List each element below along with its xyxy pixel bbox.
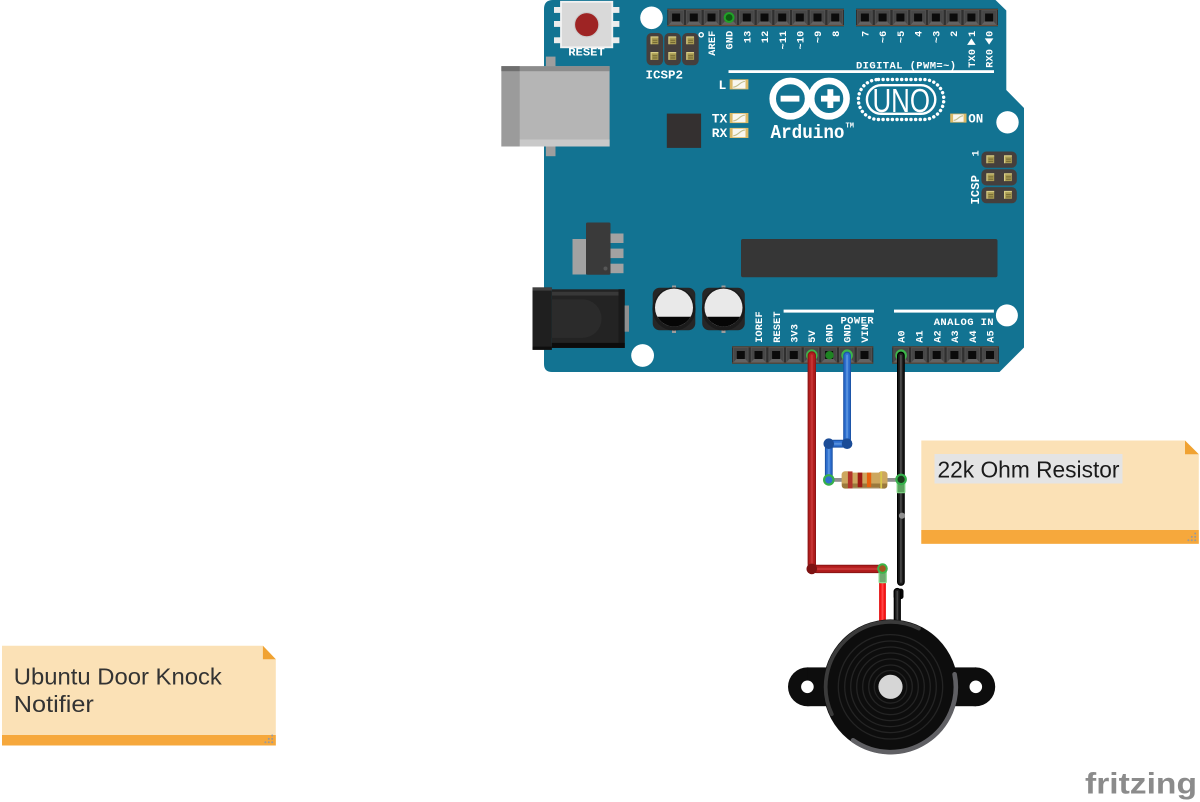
svg-text:VIN: VIN [861, 324, 872, 343]
svg-text:UNO: UNO [873, 82, 931, 119]
svg-text:A5: A5 [987, 330, 998, 343]
svg-text:GND: GND [826, 324, 837, 343]
svg-text:~3: ~3 [933, 31, 944, 44]
svg-text:GND: GND [843, 324, 854, 343]
svg-text:3V3: 3V3 [790, 324, 801, 343]
svg-text:ANALOG IN: ANALOG IN [934, 317, 994, 329]
svg-text:RX: RX [712, 126, 728, 141]
svg-text:0: 0 [986, 31, 997, 37]
svg-text:7: 7 [862, 31, 873, 37]
svg-text:A1: A1 [916, 330, 927, 343]
svg-text:RX0: RX0 [986, 49, 997, 68]
svg-text:~11: ~11 [779, 31, 790, 50]
svg-text:TX: TX [712, 112, 728, 127]
svg-text:GND: GND [726, 31, 737, 50]
svg-text:22k Ohm Resistor: 22k Ohm Resistor [938, 457, 1120, 483]
svg-text:~6: ~6 [879, 31, 890, 44]
svg-text:ICSP2: ICSP2 [646, 70, 684, 83]
svg-text:ON: ON [968, 113, 983, 127]
svg-text:TM: TM [846, 123, 854, 131]
svg-text:8: 8 [832, 31, 843, 37]
svg-text:1: 1 [968, 31, 979, 37]
svg-text:13: 13 [743, 31, 754, 44]
svg-text:A4: A4 [969, 330, 980, 343]
svg-text:1: 1 [972, 150, 983, 156]
svg-text:2: 2 [950, 31, 961, 37]
svg-text:AREF: AREF [708, 31, 719, 56]
svg-text:TX0: TX0 [968, 49, 979, 68]
svg-text:Notifier: Notifier [14, 691, 94, 717]
svg-text:~10: ~10 [796, 31, 807, 50]
svg-text:12: 12 [761, 31, 772, 44]
svg-text:Arduino: Arduino [771, 122, 845, 144]
svg-text:RESET: RESET [568, 48, 605, 60]
svg-text:Ubuntu Door Knock: Ubuntu Door Knock [14, 663, 223, 689]
svg-text:POWER: POWER [840, 316, 874, 328]
svg-text:~5: ~5 [897, 31, 908, 44]
svg-text:~9: ~9 [814, 31, 825, 44]
svg-text:RESET: RESET [773, 311, 784, 343]
svg-text:A2: A2 [933, 330, 944, 343]
svg-text:DIGITAL (PWM=~): DIGITAL (PWM=~) [856, 60, 957, 72]
svg-text:L: L [718, 78, 726, 93]
svg-text:A0: A0 [898, 330, 909, 343]
svg-text:A3: A3 [951, 330, 962, 343]
svg-text:fritzing: fritzing [1085, 768, 1197, 801]
svg-text:ICSP: ICSP [969, 175, 983, 205]
svg-text:IOREF: IOREF [755, 311, 766, 343]
svg-text:4: 4 [915, 31, 926, 37]
svg-text:5V: 5V [808, 329, 819, 342]
